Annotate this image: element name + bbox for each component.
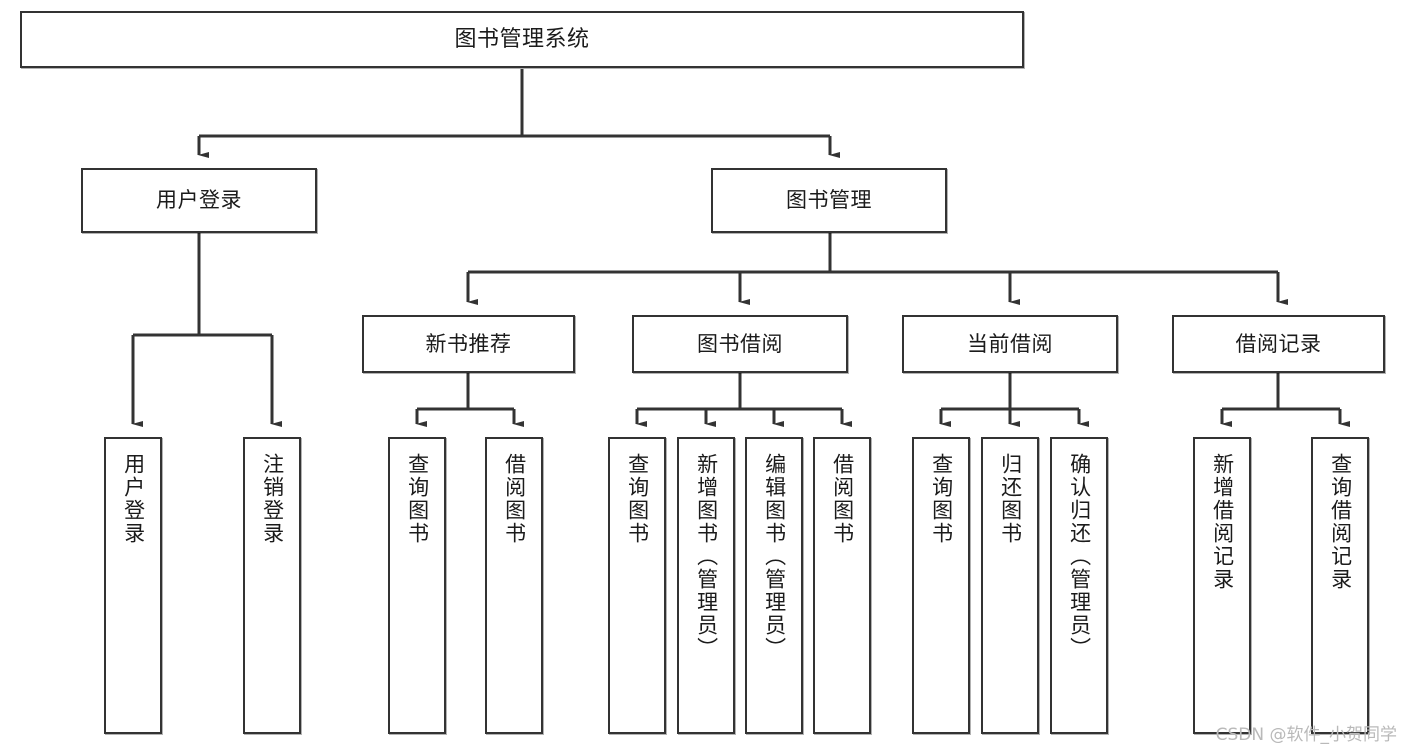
node-user-login-label: 用户登录 [156,188,242,213]
edge-group-borrow-record [1220,373,1350,427]
node-leaf-newbook-borrow[interactable]: 借阅图书 [485,437,543,734]
node-borrow-record[interactable]: 借阅记录 [1172,315,1385,373]
edge-group-user-login [131,233,282,427]
node-leaf-bookborrow-edit[interactable]: 编辑图书（管理员） [745,437,803,734]
node-leaf-bookborrow-query-label: 查询图书 [625,453,650,545]
node-leaf-newbook-query-label: 查询图书 [405,453,430,545]
node-leaf-borrowrecord-add-label: 新增借阅记录 [1210,453,1235,591]
node-root[interactable]: 图书管理系统 [20,11,1024,68]
edge-group-book-borrow [635,373,852,427]
node-current-borrow-label: 当前借阅 [967,331,1053,356]
node-leaf-bookborrow-add[interactable]: 新增图书（管理员） [677,437,735,734]
node-leaf-currentborrow-query[interactable]: 查询图书 [912,437,970,734]
node-leaf-currentborrow-return-label: 归还图书 [998,453,1023,545]
node-leaf-currentborrow-confirm-label: 确认归还（管理员） [1067,453,1092,660]
edge-group-book-manage [466,233,1288,305]
node-book-borrow[interactable]: 图书借阅 [632,315,848,373]
node-root-label: 图书管理系统 [454,26,590,52]
node-leaf-bookborrow-query[interactable]: 查询图书 [608,437,666,734]
node-user-login[interactable]: 用户登录 [81,168,317,233]
node-new-book-recommend[interactable]: 新书推荐 [362,315,575,373]
node-leaf-currentborrow-confirm[interactable]: 确认归还（管理员） [1050,437,1108,734]
node-leaf-borrowrecord-query-label: 查询借阅记录 [1328,453,1353,591]
node-new-book-recommend-label: 新书推荐 [425,331,512,356]
node-leaf-bookborrow-edit-label: 编辑图书（管理员） [762,453,787,660]
node-leaf-user-logout[interactable]: 注销登录 [243,437,301,734]
node-leaf-borrowrecord-add[interactable]: 新增借阅记录 [1193,437,1251,734]
edge-group-new-book [415,373,524,427]
node-leaf-borrowrecord-query[interactable]: 查询借阅记录 [1311,437,1369,734]
node-borrow-record-label: 借阅记录 [1235,331,1322,356]
node-book-manage-label: 图书管理 [786,188,872,213]
node-leaf-currentborrow-query-label: 查询图书 [929,453,954,545]
node-book-borrow-label: 图书借阅 [697,331,783,356]
edge-group-root [197,69,840,158]
node-leaf-bookborrow-borrow-label: 借阅图书 [830,453,855,545]
node-leaf-newbook-query[interactable]: 查询图书 [388,437,446,734]
node-current-borrow[interactable]: 当前借阅 [902,315,1118,373]
node-leaf-user-login[interactable]: 用户登录 [104,437,162,734]
node-leaf-bookborrow-add-label: 新增图书（管理员） [694,453,719,660]
edge-group-current-borrow [939,373,1089,427]
node-leaf-user-logout-label: 注销登录 [260,453,285,545]
node-leaf-currentborrow-return[interactable]: 归还图书 [981,437,1039,734]
node-leaf-newbook-borrow-label: 借阅图书 [502,453,527,545]
node-leaf-user-login-label: 用户登录 [121,453,146,545]
node-leaf-bookborrow-borrow[interactable]: 借阅图书 [813,437,871,734]
node-book-manage[interactable]: 图书管理 [711,168,947,233]
